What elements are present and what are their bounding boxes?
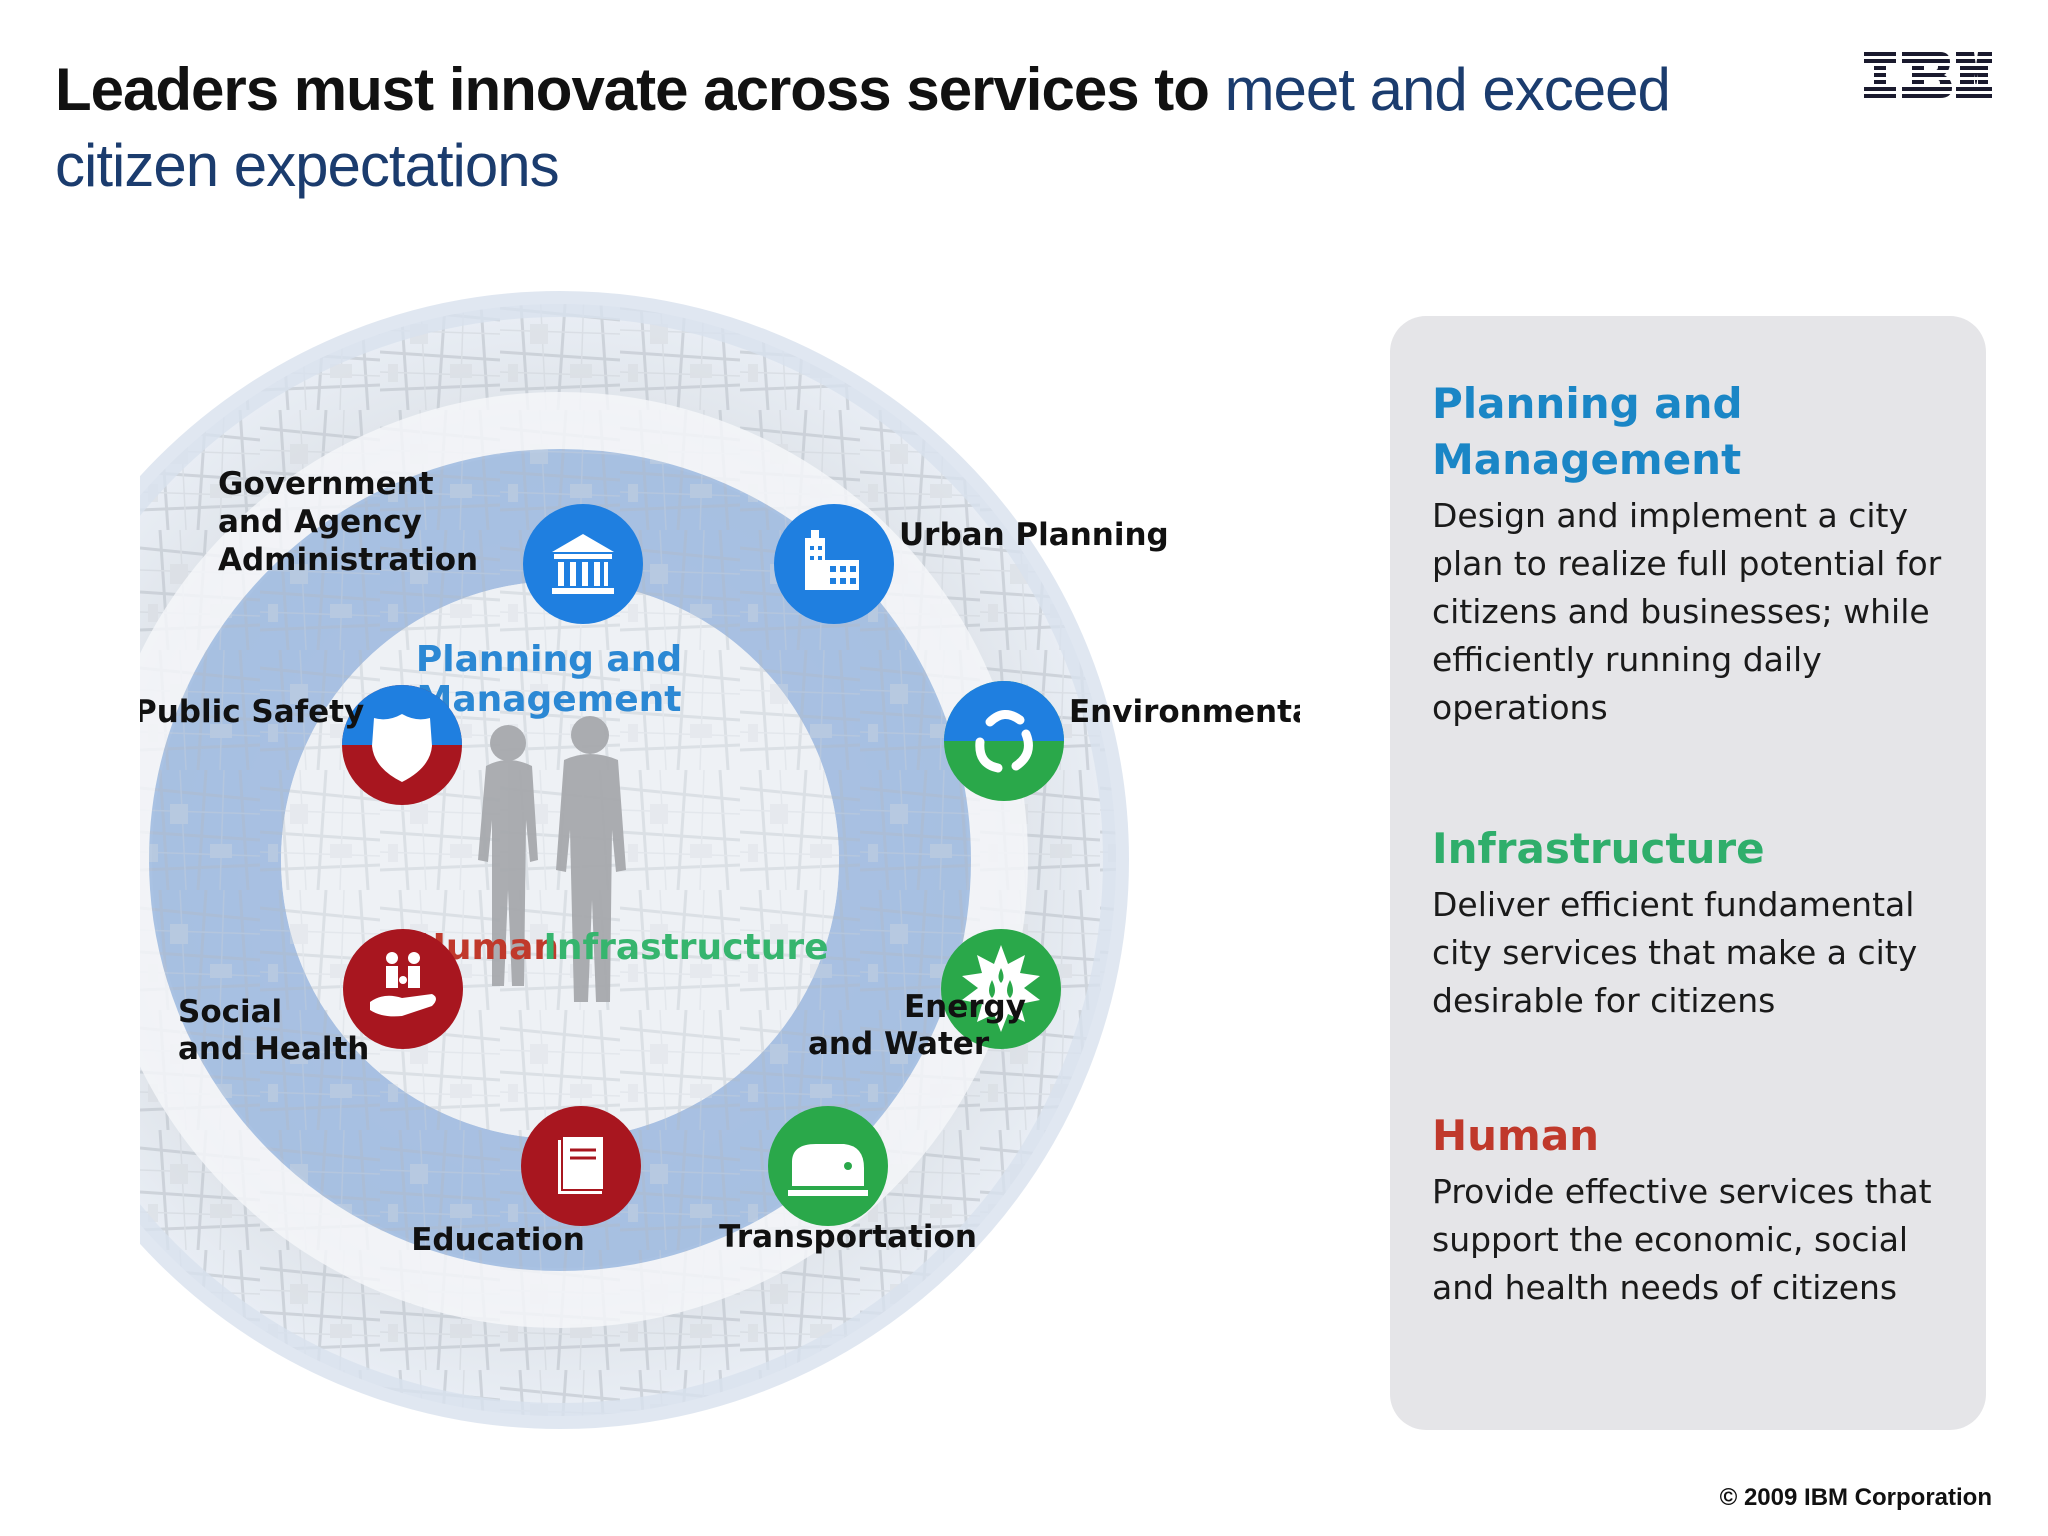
service-government[interactable]: Government and Agency Administration: [218, 466, 643, 624]
title-part-2: meet and exceed citizen expectations: [55, 56, 1671, 199]
title-part-1: Leaders must innovate across services to: [55, 56, 1210, 123]
train-icon: [788, 1144, 868, 1196]
service-social-health[interactable]: Social and Health: [178, 929, 463, 1067]
service-label-energy-1: Energy: [904, 989, 1026, 1025]
service-label-public-safety: Public Safety: [140, 694, 364, 730]
section-human-heading: Human: [1432, 1111, 1600, 1160]
family-hand-icon: [370, 952, 436, 1017]
service-label-environmental: Environmental: [1069, 694, 1300, 730]
page-title: Leaders must innovate across services to…: [55, 52, 1755, 204]
section-human-body: Provide effective services that support …: [1432, 1172, 1932, 1307]
service-label-government-1: Government: [218, 466, 434, 502]
water-drops-icon: [962, 945, 1040, 1032]
center-label-planning-2: Management: [417, 679, 682, 720]
section-infrastructure-body: Deliver efficient fundamental city servi…: [1432, 885, 1918, 1020]
definitions-panel: Planning and Management Design and imple…: [1390, 316, 1986, 1430]
buildings-icon: [805, 530, 859, 590]
bank-icon: [552, 534, 614, 594]
section-planning-body: Design and implement a city plan to real…: [1432, 496, 1942, 727]
center-label-planning-1: Planning and: [416, 639, 682, 680]
service-label-social-2: and Health: [178, 1031, 369, 1067]
service-label-education: Education: [411, 1222, 585, 1258]
smarter-city-diagram: Planning and Management Human Infrastruc…: [0, 290, 1324, 1450]
service-label-government-3: Administration: [218, 542, 478, 578]
book-icon: [558, 1135, 605, 1194]
copyright-footer: © 2009 IBM Corporation: [1719, 1484, 1992, 1511]
section-planning: Planning and Management Design and imple…: [1432, 376, 1962, 732]
ibm-logo: [1862, 50, 1994, 104]
service-label-transportation: Transportation: [719, 1219, 977, 1255]
service-label-energy-2: and Water: [808, 1026, 990, 1062]
center-label-infrastructure: Infrastructure: [543, 927, 828, 968]
recycle-icon: [975, 710, 1033, 773]
section-planning-heading: Planning and Management: [1432, 379, 1743, 484]
shield-icon: [372, 714, 432, 782]
service-transportation[interactable]: Transportation: [719, 1106, 977, 1255]
service-urban-planning[interactable]: Urban Planning: [774, 504, 1169, 624]
service-public-safety[interactable]: Public Safety: [134, 685, 462, 805]
service-education[interactable]: Education: [411, 1106, 641, 1258]
service-energy-water[interactable]: Energy and Water: [808, 929, 1061, 1062]
service-label-government-2: and Agency: [218, 504, 422, 540]
service-environmental[interactable]: Environmental: [944, 681, 1324, 801]
service-label-urban-planning: Urban Planning: [899, 517, 1169, 553]
section-infrastructure-heading: Infrastructure: [1432, 824, 1765, 873]
service-label-social-1: Social: [178, 994, 282, 1030]
section-infrastructure: Infrastructure Deliver efficient fundame…: [1432, 821, 1962, 1025]
section-human: Human Provide effective services that su…: [1432, 1108, 1962, 1312]
people-silhouette-icon: [478, 716, 626, 1002]
